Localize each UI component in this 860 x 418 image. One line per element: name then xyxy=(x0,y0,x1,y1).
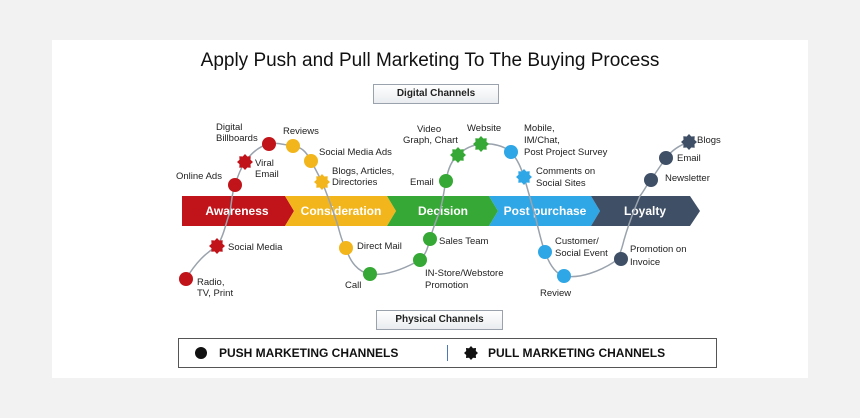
stage-loyalty-label: Loyalty xyxy=(624,204,666,218)
label-mobile: Mobile,IM/Chat,Post Project Survey xyxy=(524,123,608,158)
legend: PUSH MARKETING CHANNELS PULL MARKETING C… xyxy=(178,338,717,368)
pull-star-website xyxy=(473,136,489,152)
push-dot-promotion-invoice xyxy=(614,252,628,266)
label-blogs-articles: Blogs, Articles,Directories xyxy=(332,166,394,188)
push-dot-direct-mail xyxy=(339,241,353,255)
stage-awareness-label: Awareness xyxy=(205,204,268,218)
label-blogs: Blogs xyxy=(697,135,721,146)
label-email-decision: Email xyxy=(410,177,434,188)
label-social-media: Social Media xyxy=(228,242,283,253)
push-legend-dot-icon xyxy=(195,347,207,359)
push-dot-newsletter xyxy=(644,173,658,187)
diagram-title: Apply Push and Pull Marketing To The Buy… xyxy=(200,50,660,71)
push-dot-billboards xyxy=(262,137,276,151)
push-dot-radio xyxy=(179,272,193,286)
push-dots xyxy=(179,137,673,286)
stage-loyalty-arrow xyxy=(591,196,700,226)
label-social-media-ads: Social Media Ads xyxy=(319,147,392,158)
stage-postpurchase-label: Post purchase xyxy=(504,204,587,218)
physical-channels-label: Physical Channels xyxy=(376,310,503,330)
pull-legend-label: PULL MARKETING CHANNELS xyxy=(488,346,666,360)
label-newsletter: Newsletter xyxy=(665,173,710,184)
label-review: Review xyxy=(540,288,571,299)
label-direct-mail: Direct Mail xyxy=(357,241,402,252)
label-call: Call xyxy=(345,280,361,291)
push-dot-social-media-ads xyxy=(304,154,318,168)
push-dot-sales-team xyxy=(423,232,437,246)
label-sales-team: Sales Team xyxy=(439,236,489,247)
push-legend-label: PUSH MARKETING CHANNELS xyxy=(219,346,399,360)
pull-star-viral-email xyxy=(237,154,253,170)
stage-decision-label: Decision xyxy=(418,204,468,218)
pull-stars xyxy=(209,134,697,254)
stage-decision-arrow xyxy=(387,196,498,226)
label-radio: Radio,TV, Print xyxy=(197,277,233,299)
pull-star-comments xyxy=(516,169,532,185)
label-customer-event: Customer/Social Event xyxy=(555,236,608,259)
push-dot-online-ads xyxy=(228,178,242,192)
push-dot-email-decision xyxy=(439,174,453,188)
stage-consideration-label: Consideration xyxy=(301,204,382,218)
pull-legend-star-icon xyxy=(464,346,478,360)
label-reviews: Reviews xyxy=(283,126,319,137)
push-dot-instore xyxy=(413,253,427,267)
push-dot-mobile xyxy=(504,145,518,159)
stage-awareness-arrow xyxy=(182,196,294,226)
push-dot-email-loyalty xyxy=(659,151,673,165)
push-dot-review xyxy=(557,269,571,283)
label-website: Website xyxy=(467,123,501,134)
label-online-ads: Online Ads xyxy=(176,171,222,182)
push-dot-reviews xyxy=(286,139,300,153)
pull-star-social-media xyxy=(209,238,225,254)
pull-star-blogs xyxy=(681,134,697,150)
push-dot-customer-event xyxy=(538,245,552,259)
stage-postpurchase-arrow xyxy=(489,196,600,226)
stage-consideration-arrow xyxy=(285,196,396,226)
pull-star-video xyxy=(450,147,466,163)
legend-separator xyxy=(447,345,448,361)
digital-channels-label: Digital Channels xyxy=(373,84,499,104)
label-email-loyalty: Email xyxy=(677,153,701,164)
push-dot-call xyxy=(363,267,377,281)
pull-star-blogs-articles xyxy=(314,174,330,190)
